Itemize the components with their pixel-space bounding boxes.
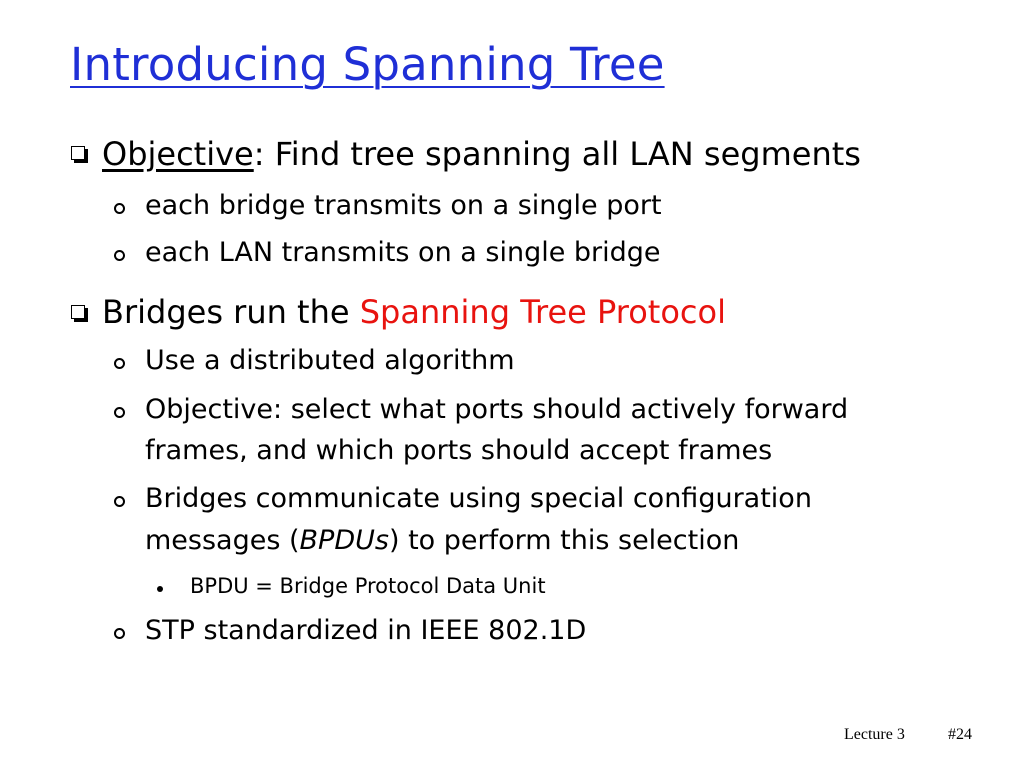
bpdus-italic: BPDUs (299, 525, 389, 556)
objective-text: : Find tree spanning all LAN segments (253, 135, 861, 173)
objective-label: Objective (102, 135, 254, 173)
sub-bullet-communicate-line1: Bridges communicate using special config… (145, 483, 812, 514)
square-bullet-icon (71, 146, 88, 163)
sub-bullet-port: each bridge transmits on a single port (145, 190, 662, 221)
sub-bullet-distributed: Use a distributed algorithm (145, 345, 515, 376)
ring-bullet-icon (114, 628, 125, 639)
square-bullet-icon (71, 305, 88, 322)
sub-bullet-objective-line1: Objective: select what ports should acti… (145, 394, 849, 425)
dot-bullet-icon (157, 586, 163, 592)
ring-bullet-icon (114, 407, 125, 418)
stp-highlight: Spanning Tree Protocol (359, 293, 726, 331)
sub-sub-bullet-bpdu: BPDU = Bridge Protocol Data Unit (190, 574, 546, 598)
bullet-objective: Objective: Find tree spanning all LAN se… (102, 135, 861, 173)
sub-bullet-bridge: each LAN transmits on a single bridge (145, 237, 661, 268)
selection-text: ) to perform this selection (388, 525, 740, 556)
ring-bullet-icon (114, 496, 125, 507)
ring-bullet-icon (114, 203, 125, 214)
bullet-stp: Bridges run the Spanning Tree Protocol (102, 293, 726, 331)
sub-bullet-communicate-line2: messages (BPDUs) to perform this selecti… (145, 525, 739, 556)
footer-page-number: #24 (948, 726, 972, 743)
sub-bullet-ieee: STP standardized in IEEE 802.1D (145, 615, 587, 646)
sub-bullet-objective-line2: frames, and which ports should accept fr… (145, 435, 773, 466)
ring-bullet-icon (114, 250, 125, 261)
footer-lecture: Lecture 3 (844, 726, 905, 743)
ring-bullet-icon (114, 358, 125, 369)
slide-title: Introducing Spanning Tree (70, 38, 665, 91)
stp-prefix: Bridges run the (102, 293, 360, 331)
messages-text: messages ( (145, 525, 300, 556)
